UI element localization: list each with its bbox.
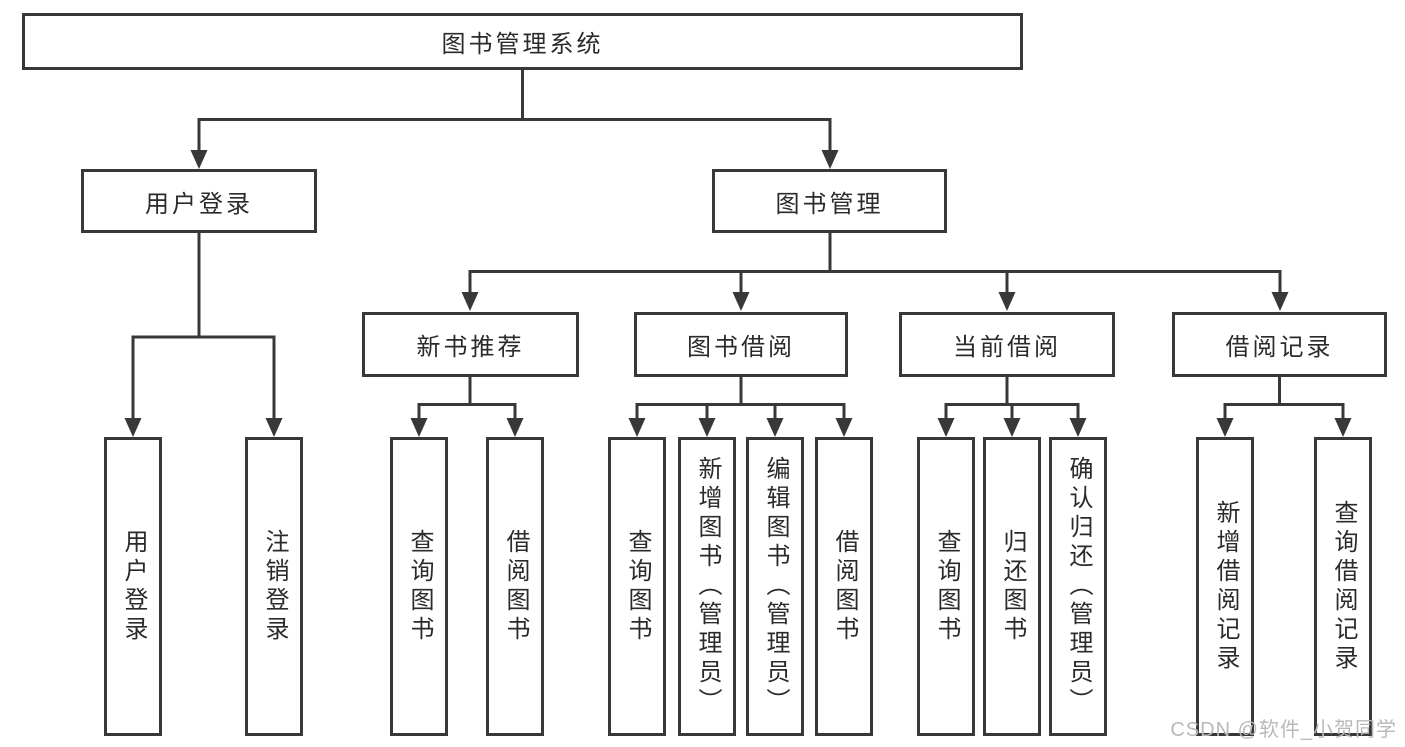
node-root-label: 图书管理系统 xyxy=(441,31,604,58)
leaf-user-login-label: 用户登录 xyxy=(120,528,147,645)
leaf-rec-borrow-book: 借阅图书 xyxy=(486,437,544,736)
leaf-br-add-record: 新增借阅记录 xyxy=(1196,437,1254,736)
node-root: 图书管理系统 xyxy=(22,13,1023,70)
csdn-watermark: CSDN @软件_小贺同学 xyxy=(1170,719,1397,741)
node-current-borrow-label: 当前借阅 xyxy=(953,334,1061,361)
node-book-management: 图书管理 xyxy=(712,169,947,233)
node-new-book-recommend: 新书推荐 xyxy=(362,312,579,377)
leaf-bb-add-book-admin-label: 新增图书（管理员） xyxy=(694,456,721,717)
leaf-logout-login-label: 注销登录 xyxy=(261,528,288,645)
leaf-cb-query-book: 查询图书 xyxy=(917,437,975,736)
node-borrow-records-label: 借阅记录 xyxy=(1225,334,1334,361)
leaf-bb-edit-book-admin: 编辑图书（管理员） xyxy=(746,437,804,736)
node-current-borrow: 当前借阅 xyxy=(899,312,1115,377)
leaf-br-query-record-label: 查询借阅记录 xyxy=(1330,499,1357,674)
leaf-cb-confirm-return-admin-label: 确认归还（管理员） xyxy=(1065,456,1092,717)
leaf-logout-login: 注销登录 xyxy=(245,437,303,736)
node-borrow-records: 借阅记录 xyxy=(1172,312,1387,377)
leaf-br-query-record: 查询借阅记录 xyxy=(1314,437,1372,736)
leaf-rec-query-book-label: 查询图书 xyxy=(406,528,433,645)
leaf-bb-edit-book-admin-label: 编辑图书（管理员） xyxy=(762,456,789,717)
leaf-bb-add-book-admin: 新增图书（管理员） xyxy=(678,437,736,736)
node-user-login-group-label: 用户登录 xyxy=(145,190,253,218)
leaf-cb-return-book: 归还图书 xyxy=(983,437,1041,736)
leaf-cb-return-book-label: 归还图书 xyxy=(999,528,1026,645)
leaf-bb-query-book-label: 查询图书 xyxy=(624,528,651,645)
leaf-bb-borrow-book: 借阅图书 xyxy=(815,437,873,736)
leaf-bb-borrow-book-label: 借阅图书 xyxy=(831,528,858,645)
leaf-rec-query-book: 查询图书 xyxy=(390,437,448,736)
leaf-cb-confirm-return-admin: 确认归还（管理员） xyxy=(1049,437,1107,736)
leaf-br-add-record-label: 新增借阅记录 xyxy=(1212,499,1239,674)
leaf-rec-borrow-book-label: 借阅图书 xyxy=(502,528,529,645)
leaf-cb-query-book-label: 查询图书 xyxy=(933,528,960,645)
node-user-login-group: 用户登录 xyxy=(81,169,317,233)
node-new-book-recommend-label: 新书推荐 xyxy=(416,334,525,361)
leaf-user-login: 用户登录 xyxy=(104,437,162,736)
node-book-borrow-label: 图书借阅 xyxy=(687,334,795,361)
leaf-bb-query-book: 查询图书 xyxy=(608,437,666,736)
node-book-borrow: 图书借阅 xyxy=(634,312,848,377)
node-book-management-label: 图书管理 xyxy=(775,190,884,218)
